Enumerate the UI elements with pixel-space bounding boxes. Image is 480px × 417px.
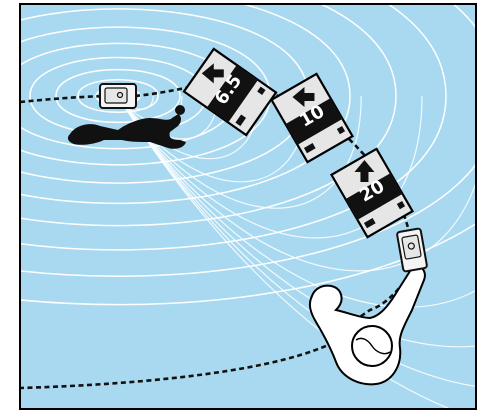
transmitter-icon	[100, 84, 136, 108]
